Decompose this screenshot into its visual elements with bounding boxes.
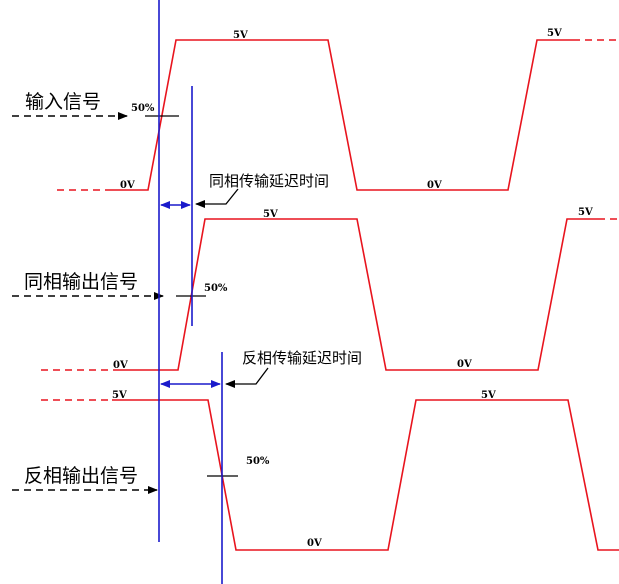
input-waveform [112,39,573,191]
input-signal-label: 输入信号 [25,91,101,113]
inverted-high-mid-label: 5V [481,390,496,401]
input-high-label: 5V [233,30,248,41]
input-high-right-label: 5V [547,28,562,39]
in-phase-output-signal: 5V 5V 0V 0V 50% 同相输出信号 [12,207,619,371]
in-phase-delay-callout-arrow [195,188,239,208]
in-phase-signal-label: 同相输出信号 [24,271,138,293]
in-phase-delay-label: 同相传输延迟时间 [209,172,329,190]
inverted-waveform [112,399,619,551]
input-low-label: 0V [120,180,135,191]
in-phase-threshold-label: 50% [204,283,228,294]
in-phase-waveform [120,218,598,371]
input-signal: 5V 5V 0V 0V 50% 输入信号 [12,28,619,191]
inverted-output-signal: 5V 5V 0V 50% 反相输出信号 [12,390,619,551]
inverted-high-label: 5V [112,390,127,401]
inverted-threshold-label: 50% [246,456,270,467]
inverted-low-label: 0V [307,538,322,549]
in-phase-low-label: 0V [113,360,128,371]
in-phase-high-label: 5V [263,209,278,220]
inverted-delay-callout-arrow [225,367,269,388]
input-low-mid-label: 0V [427,180,442,191]
in-phase-high-right-label: 5V [578,207,593,218]
input-threshold-label: 50% [131,103,155,114]
inverted-signal-label: 反相输出信号 [24,465,138,487]
inverted-delay-label: 反相传输延迟时间 [242,349,362,367]
in-phase-low-mid-label: 0V [457,359,472,370]
